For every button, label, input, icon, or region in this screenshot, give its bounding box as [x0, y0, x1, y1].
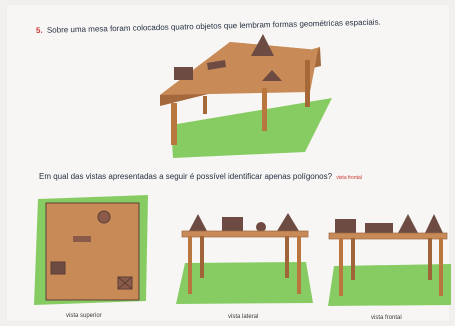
table-top-surface	[160, 42, 318, 95]
table-leg	[203, 96, 207, 114]
side-view-leg	[188, 236, 192, 294]
side-view-illustration	[176, 213, 313, 304]
table-leg	[262, 88, 267, 131]
side-view-leg	[297, 236, 301, 294]
side-view-triangle	[189, 214, 207, 231]
front-view-leg	[339, 238, 343, 296]
pyramid-object	[251, 34, 274, 56]
top-view-illustration	[34, 195, 148, 305]
cylinder-object	[207, 60, 226, 70]
top-view-square	[50, 261, 66, 275]
front-view-triangle	[398, 214, 418, 233]
answer-note: vista frontal	[336, 175, 362, 181]
table-leg	[171, 103, 177, 145]
side-view-floor	[176, 262, 313, 304]
label-top-view: vista superior	[66, 313, 102, 319]
side-view-leg	[200, 236, 204, 278]
side-view-triangle	[277, 213, 299, 231]
table-scene-illustration	[160, 34, 332, 158]
side-view-square	[222, 217, 243, 232]
top-view-circle	[97, 210, 111, 224]
question-prompt: Em qual das vistas apresentadas a seguir…	[39, 172, 362, 181]
top-view-pyramid-diagonal	[117, 276, 133, 290]
front-view-square	[335, 219, 356, 233]
front-view-leg	[439, 238, 443, 296]
small-pyramid-object	[262, 70, 282, 81]
question-prompt-text: Em qual das vistas apresentadas a seguir…	[39, 172, 333, 181]
side-view-table-top	[181, 230, 309, 238]
label-side-view: vista lateral	[228, 314, 259, 320]
label-front-view: vista frontal	[371, 315, 402, 321]
cube-object	[174, 67, 193, 80]
front-view-floor	[328, 264, 451, 306]
side-view-circle	[256, 222, 266, 232]
green-floor-shadow	[171, 98, 332, 158]
front-view-illustration	[328, 214, 451, 306]
table-leg	[305, 60, 310, 107]
side-view-leg	[285, 236, 289, 278]
front-view-leg	[351, 238, 355, 280]
top-view-rectangle	[73, 236, 91, 242]
front-view-triangle	[425, 214, 443, 233]
front-view-leg	[428, 238, 432, 280]
front-view-rectangle	[365, 223, 393, 233]
front-view-table-top	[328, 232, 448, 240]
